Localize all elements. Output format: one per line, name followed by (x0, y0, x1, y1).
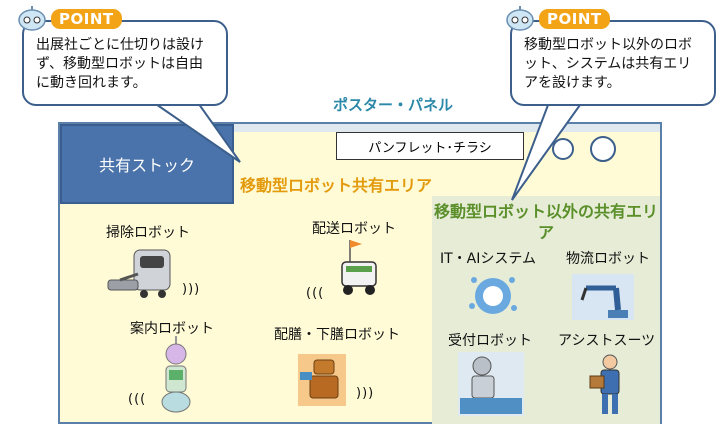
label-guide-robot: 案内ロボット (130, 321, 214, 337)
robot-head-icon (18, 6, 46, 31)
label-serving-robot: 配膳・下膳ロボット (274, 327, 400, 343)
round-table-icon (590, 136, 616, 162)
label-delivery-robot: 配送ロボット (312, 221, 396, 237)
label-assist-suit: アシストスーツ (558, 333, 656, 349)
callout-left: 出展社ごとに仕切りは設けず、移動型ロボットは自由に動き回れます。 (22, 20, 228, 106)
label-it-ai-system: IT・AIシステム (440, 251, 536, 267)
delivery-robot-icon (341, 240, 377, 295)
reception-robot-icon (458, 352, 524, 416)
signal-waves: ))) (356, 386, 375, 401)
signal-waves: ((( (128, 392, 147, 407)
label-reception-robot: 受付ロボット (448, 333, 532, 349)
robot-head-icon (506, 6, 534, 31)
label-logistics-robot: 物流ロボット (566, 251, 650, 267)
robot-arm-icon (572, 274, 634, 320)
round-table-icon (552, 138, 574, 160)
cleaning-robot-icon (107, 249, 171, 298)
callout-right: 移動型ロボット以外のロボット、システムは共有エリアを設けます。 (510, 20, 716, 106)
label-cleaning-robot: 掃除ロボット (106, 225, 190, 241)
poster-panel-wall (60, 124, 660, 132)
panel-title: ポスター・パネル (333, 96, 454, 114)
callout-right-text: 移動型ロボット以外のロボット、システムは共有エリアを設けます。 (524, 37, 692, 91)
point-badge-left: POINT (16, 6, 122, 32)
assist-suit-icon (589, 354, 620, 414)
pamphlet-stand: パンフレット･チラシ (336, 132, 524, 160)
point-label: POINT (539, 9, 610, 29)
signal-waves: ))) (182, 282, 201, 297)
serving-robot-icon (298, 354, 346, 406)
mobile-area-label: 移動型ロボット共有エリア (240, 176, 433, 195)
signal-waves: ((( (306, 286, 325, 301)
callout-left-text: 出展社ごとに仕切りは設けず、移動型ロボットは自由に動き回れます。 (36, 37, 204, 91)
other-area-label: 移動型ロボット以外の共有エリア (433, 202, 658, 242)
point-label: POINT (51, 9, 122, 29)
ai-brain-icon (469, 277, 517, 314)
guide-robot-icon (161, 336, 191, 413)
point-badge-right: POINT (504, 6, 610, 32)
